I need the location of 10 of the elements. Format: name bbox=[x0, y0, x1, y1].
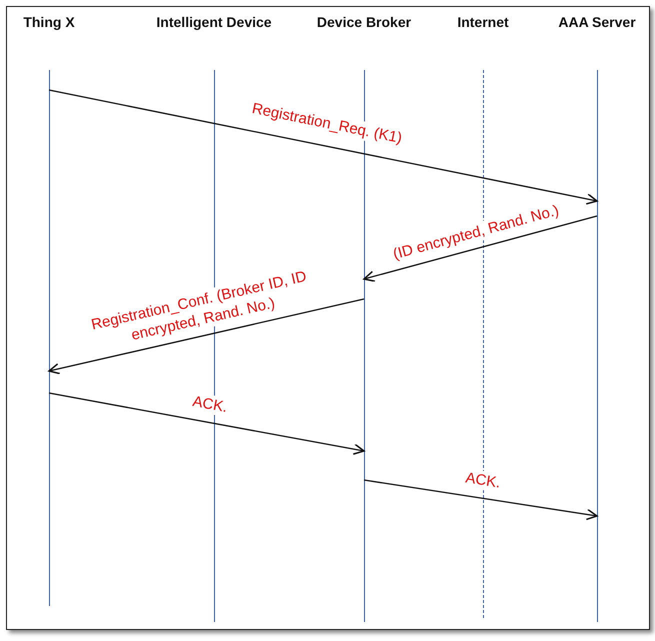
participant-name: Intelligent Device bbox=[155, 14, 273, 30]
message-arrow bbox=[48, 298, 364, 374]
participant-name: Device Broker bbox=[316, 14, 412, 30]
message-arrow bbox=[48, 89, 598, 205]
message-arrow bbox=[364, 479, 598, 520]
participant-name: Internet bbox=[456, 14, 510, 30]
message-arrow bbox=[363, 215, 598, 282]
participant-name: Thing X bbox=[22, 14, 76, 30]
message-arrow bbox=[48, 392, 365, 455]
participant-name: AAA Server bbox=[557, 14, 637, 30]
